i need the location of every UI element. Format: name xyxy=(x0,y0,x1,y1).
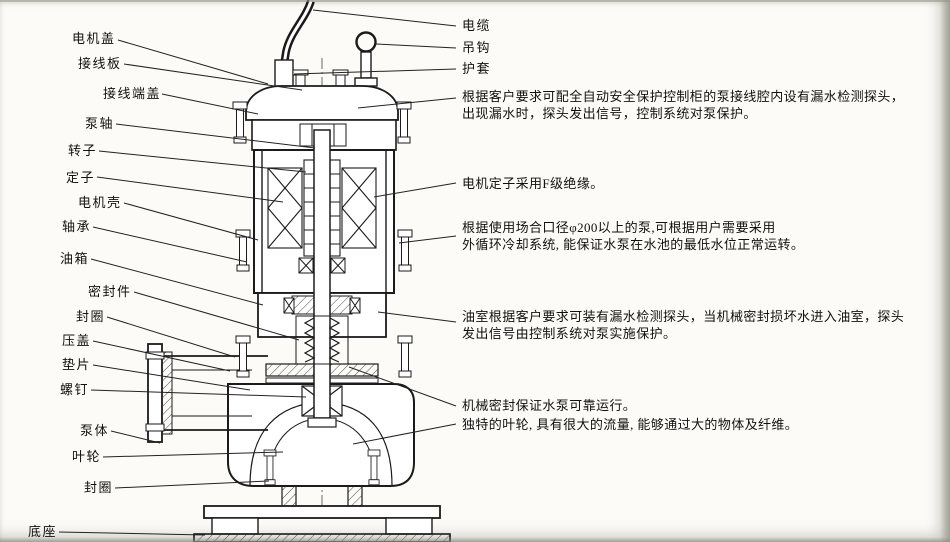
scan-edge-right xyxy=(940,0,950,542)
label-screw: 螺钉 xyxy=(60,382,90,397)
note-cooling-system: 根据使用场合口径φ200以上的泵,可根据用户需要采用 外循环冷却系统, 能保证水… xyxy=(462,220,805,252)
scan-edge-top xyxy=(0,0,950,2)
shaft-nut xyxy=(307,417,337,428)
label-impeller: 叶轮 xyxy=(72,449,102,464)
lifting-hook-icon xyxy=(354,31,378,87)
note-oil-chamber: 油室根据客户要求可装有漏水检测探头，当机械密封损坏水进入油室，探头 发出信号由控… xyxy=(462,309,905,341)
pump-shaft xyxy=(313,129,331,419)
label-seal-ring-upper: 封圈 xyxy=(76,309,106,324)
label-motor-housing: 电机壳 xyxy=(78,195,122,210)
label-gland: 压盖 xyxy=(62,333,92,348)
label-rotor: 转子 xyxy=(68,143,98,158)
note-leak-detection: 根据客户要求可配全自动安全保护控制柜的泵接线腔内设有漏水检测探头， 出现漏水时，… xyxy=(462,89,905,121)
label-base: 底座 xyxy=(28,524,58,539)
label-bearing: 轴承 xyxy=(62,219,92,234)
label-seal-part: 密封件 xyxy=(88,284,132,299)
label-terminal-board: 接线板 xyxy=(78,56,122,71)
label-hook: 吊钩 xyxy=(462,40,492,55)
bearing xyxy=(298,257,346,274)
leader-lines xyxy=(58,9,457,536)
label-stator: 定子 xyxy=(66,170,96,185)
label-gasket: 垫片 xyxy=(62,357,92,372)
label-terminal-end-cover: 接线端盖 xyxy=(103,86,162,101)
note-insulation: 电机定子采用F级绝缘。 xyxy=(462,176,604,191)
stator xyxy=(267,167,377,249)
label-pump-shaft: 泵轴 xyxy=(85,116,115,131)
note-impeller-feature: 独特的叶轮, 具有很大的流量, 能够通过大的物体及纤维。 xyxy=(462,417,799,432)
cable-sheath xyxy=(274,59,294,87)
label-sheath: 护套 xyxy=(462,61,492,76)
label-oil-tank: 油箱 xyxy=(60,251,90,266)
label-seal-ring-lower: 封圈 xyxy=(84,480,114,495)
scan-edge-bottom xyxy=(0,537,950,542)
note-mechanical-seal: 机械密封保证水泵可靠运行。 xyxy=(462,398,637,413)
label-motor-cover: 电机盖 xyxy=(72,31,116,46)
label-pump-body: 泵体 xyxy=(80,423,110,438)
motor-cover xyxy=(245,69,399,121)
mechanical-seal xyxy=(295,315,349,365)
label-cable: 电缆 xyxy=(462,18,492,33)
